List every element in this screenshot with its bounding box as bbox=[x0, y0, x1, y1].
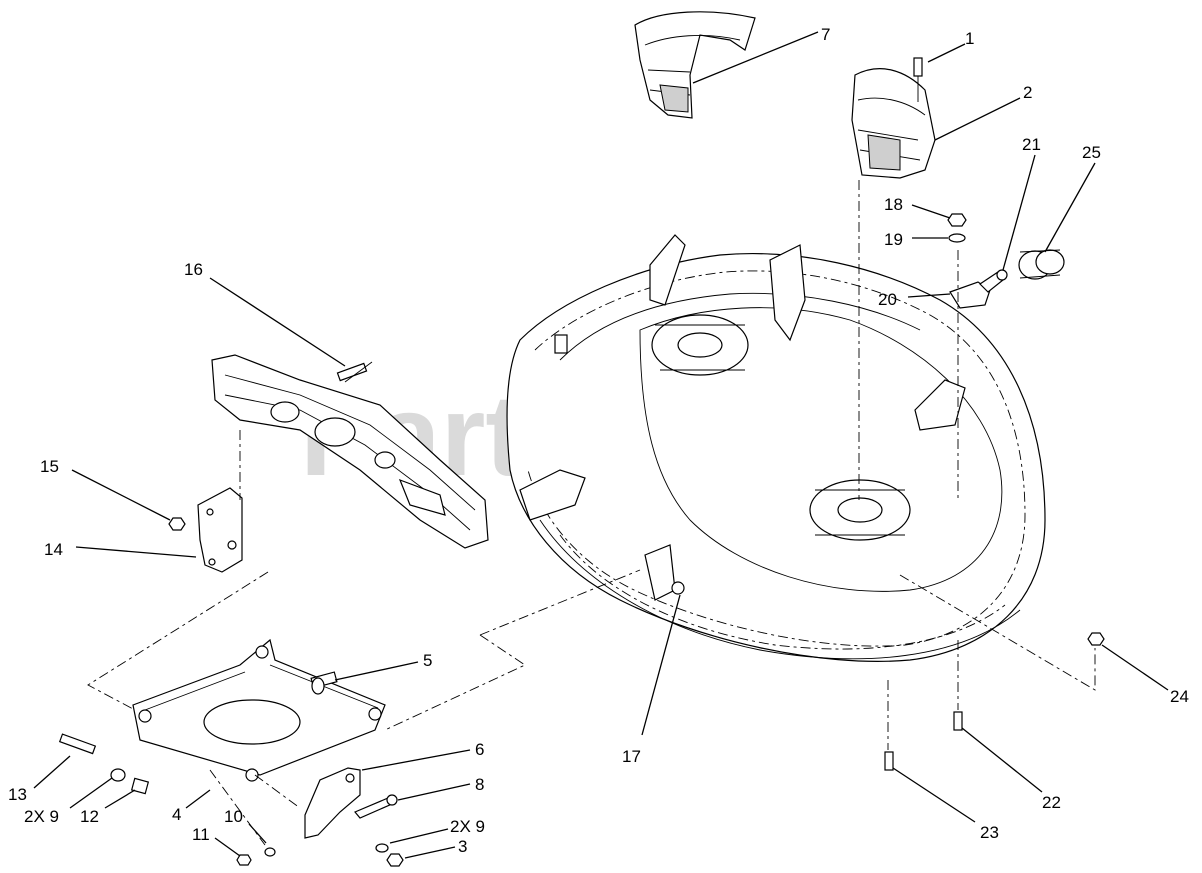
callout-10[interactable]: 10 bbox=[224, 807, 267, 844]
lift-arm-assembly bbox=[211, 354, 489, 549]
callout-label: 20 bbox=[878, 290, 897, 309]
callout-label: 4 bbox=[172, 805, 181, 824]
callout-15[interactable]: 15 bbox=[40, 457, 171, 521]
callout-label: 11 bbox=[192, 825, 210, 844]
callout-23[interactable]: 23 bbox=[892, 767, 999, 842]
baffle-part-7 bbox=[634, 11, 756, 119]
mower-deck bbox=[506, 234, 1046, 662]
callout-7[interactable]: 7 bbox=[692, 25, 830, 84]
callout-4[interactable]: 4 bbox=[172, 789, 211, 824]
callout-6[interactable]: 6 bbox=[361, 740, 484, 771]
callout-17[interactable]: 17 bbox=[622, 594, 681, 766]
callout-21[interactable]: 21 bbox=[1002, 135, 1041, 271]
callout-19[interactable]: 19 bbox=[884, 230, 948, 249]
hardware-deck bbox=[884, 632, 1105, 771]
callout-label: 5 bbox=[423, 651, 432, 670]
callout-25[interactable]: 25 bbox=[1044, 143, 1101, 253]
bracket-part-6 bbox=[236, 767, 404, 867]
callout-16[interactable]: 16 bbox=[184, 260, 346, 367]
callout-label: 17 bbox=[622, 747, 641, 766]
mount-plate-part-4 bbox=[132, 638, 386, 782]
callout-12[interactable]: 12 bbox=[80, 789, 136, 826]
callout-label: 8 bbox=[475, 775, 484, 794]
callout-label: 19 bbox=[884, 230, 903, 249]
fitting-hardware bbox=[947, 213, 1065, 309]
callout-label: 25 bbox=[1082, 143, 1101, 162]
callout-label: 10 bbox=[224, 807, 243, 826]
callout-label: 22 bbox=[1042, 793, 1061, 812]
callout-20[interactable]: 20 bbox=[878, 290, 951, 309]
callout-label: 18 bbox=[884, 195, 903, 214]
hardware-left bbox=[58, 733, 150, 795]
callout-label: 2X 9 bbox=[24, 807, 59, 826]
callout-22[interactable]: 22 bbox=[961, 727, 1061, 812]
callout-2x9-right[interactable]: 2X 9 bbox=[389, 817, 485, 844]
callout-label: 2 bbox=[1023, 83, 1032, 102]
bolt-part-5 bbox=[310, 671, 338, 695]
callout-24[interactable]: 24 bbox=[1101, 644, 1189, 706]
callout-1[interactable]: 1 bbox=[927, 29, 974, 63]
callout-label: 13 bbox=[8, 785, 27, 804]
callout-5[interactable]: 5 bbox=[334, 651, 432, 681]
baffle-part-2 bbox=[851, 57, 936, 179]
callout-3[interactable]: 3 bbox=[404, 837, 467, 859]
callout-11[interactable]: 11 bbox=[192, 825, 241, 857]
callout-label: 7 bbox=[821, 25, 830, 44]
callout-18[interactable]: 18 bbox=[884, 195, 951, 219]
callout-13[interactable]: 13 bbox=[8, 755, 71, 804]
callout-8[interactable]: 8 bbox=[397, 775, 484, 801]
callout-label: 12 bbox=[80, 807, 99, 826]
callout-label: 3 bbox=[458, 837, 467, 856]
callout-14[interactable]: 14 bbox=[44, 540, 197, 559]
callout-label: 2X 9 bbox=[450, 817, 485, 836]
callout-label: 15 bbox=[40, 457, 59, 476]
callout-label: 23 bbox=[980, 823, 999, 842]
callout-2[interactable]: 2 bbox=[934, 83, 1032, 141]
callout-label: 1 bbox=[965, 29, 974, 48]
callout-label: 6 bbox=[475, 740, 484, 759]
callout-label: 16 bbox=[184, 260, 203, 279]
callout-label: 14 bbox=[44, 540, 63, 559]
callout-label: 24 bbox=[1170, 687, 1189, 706]
bracket-part-14 bbox=[168, 487, 243, 573]
callout-2x9-left[interactable]: 2X 9 bbox=[24, 777, 113, 826]
callout-label: 21 bbox=[1022, 135, 1041, 154]
